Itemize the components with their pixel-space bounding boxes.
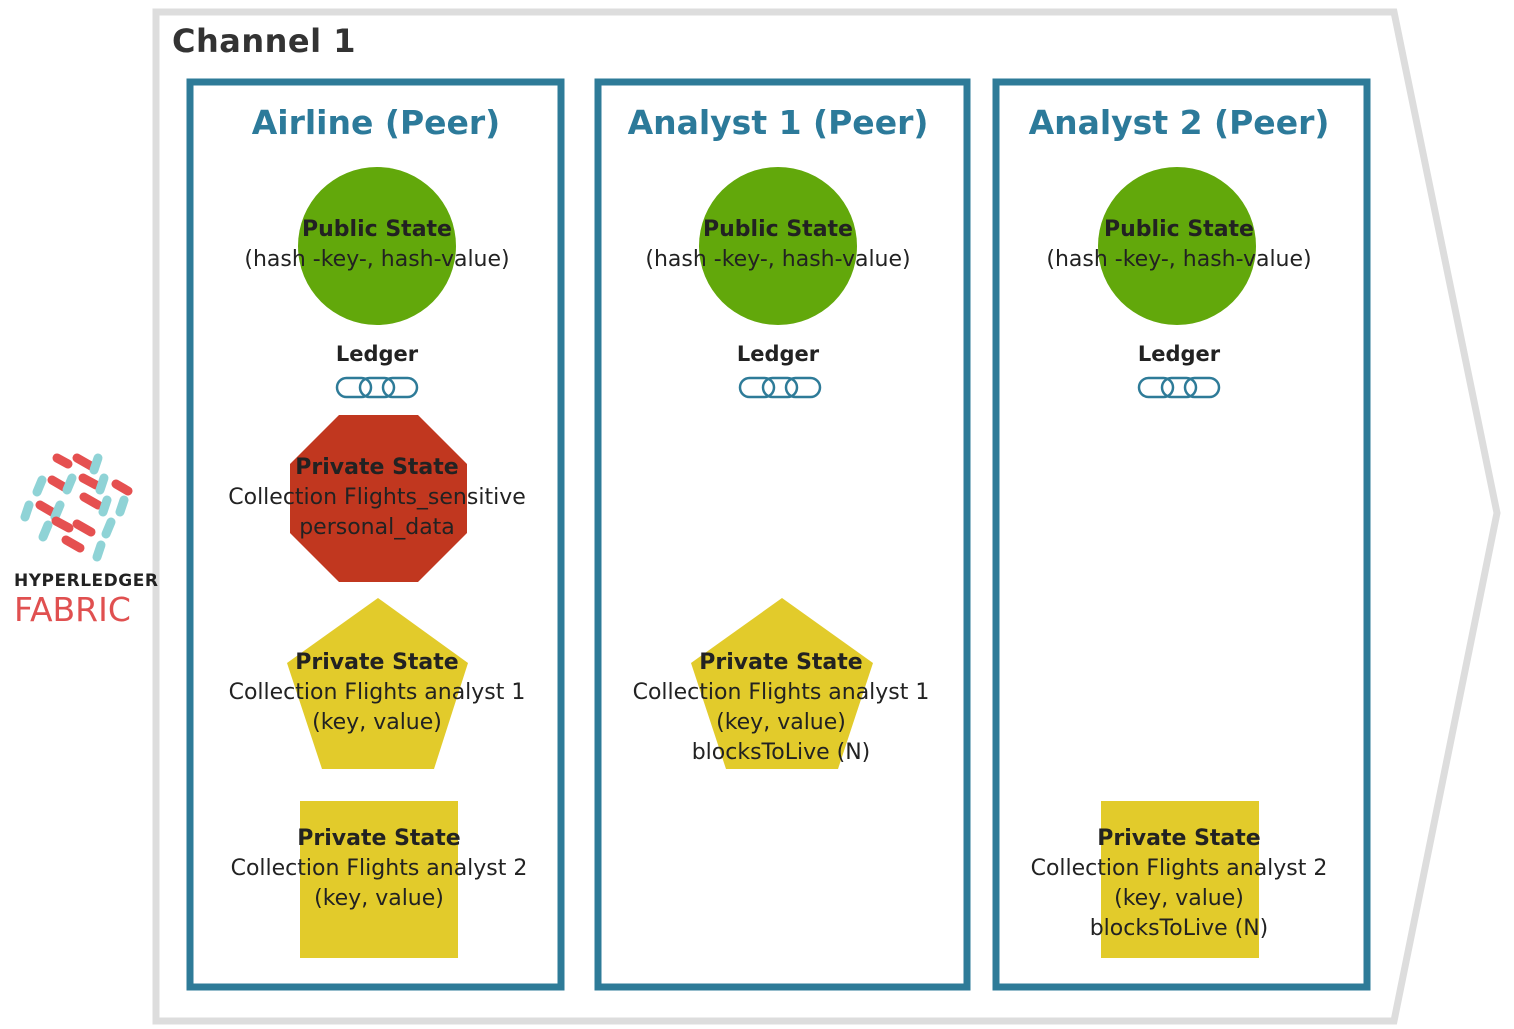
peer-box-airline: [186, 78, 565, 991]
peer-box-analyst-1: [594, 78, 971, 991]
private-state-octagon-airline: [290, 415, 467, 582]
public-state-title: Public State: [1104, 217, 1254, 242]
private-state-line2: (key, value): [716, 710, 846, 735]
private-state-line1: Collection Flights analyst 1: [228, 680, 526, 705]
private-state-title: Private State: [1097, 826, 1261, 851]
public-state-title: Public State: [302, 217, 452, 242]
public-state-label-analyst-2: Public State (hash -key-, hash-value): [979, 215, 1379, 275]
ledger-label-analyst-2: Ledger: [1137, 342, 1221, 366]
private-state-line2: personal_data: [299, 515, 455, 540]
private-sensitive-label-airline: Private State Collection Flights_sensiti…: [177, 453, 577, 543]
private-state-line1: Collection Flights analyst 1: [632, 680, 930, 705]
public-state-text: (hash -key-, hash-value): [645, 247, 911, 272]
public-state-circle-airline: [298, 167, 456, 325]
private-state-title: Private State: [295, 650, 459, 675]
private-state-line1: Collection Flights_sensitive: [228, 485, 526, 510]
peer-title-analyst-2: Analyst 2 (Peer): [1028, 103, 1330, 142]
private-state-line2: (key, value): [1114, 886, 1244, 911]
public-state-label-airline: Public State (hash -key-, hash-value): [177, 215, 577, 275]
public-state-text: (hash -key-, hash-value): [244, 247, 510, 272]
hyperledger-logo-icon: [20, 453, 133, 562]
private-a2-label-airline: Private State Collection Flights analyst…: [179, 824, 579, 914]
public-state-text: (hash -key-, hash-value): [1046, 247, 1312, 272]
private-state-pentagon-analyst-1: [691, 598, 873, 769]
channel-title: Channel 1: [172, 22, 356, 60]
private-state-square-airline: [300, 801, 458, 958]
public-state-title: Public State: [703, 217, 853, 242]
peer-box-analyst-2: [992, 78, 1371, 991]
public-state-label-analyst-1: Public State (hash -key-, hash-value): [578, 215, 978, 275]
private-a1-label-analyst-1: Private State Collection Flights analyst…: [581, 648, 981, 768]
logo-text-hyperledger: HYPERLEDGER: [14, 571, 159, 591]
peer-title-analyst-1: Analyst 1 (Peer): [627, 103, 929, 142]
private-state-line2: (key, value): [312, 710, 442, 735]
private-a1-label-airline: Private State Collection Flights analyst…: [177, 648, 577, 738]
chain-icon-airline: [335, 376, 419, 399]
private-state-pentagon-airline: [287, 598, 468, 769]
private-state-title: Private State: [295, 455, 459, 480]
ledger-label-analyst-1: Ledger: [736, 342, 820, 366]
private-state-line1: Collection Flights analyst 2: [230, 856, 528, 881]
private-state-square-analyst-2: [1101, 801, 1259, 958]
peer-title-airline: Airline (Peer): [251, 103, 501, 142]
logo-text-fabric: FABRIC: [14, 590, 131, 629]
chain-icon-analyst-2: [1137, 376, 1221, 399]
public-state-circle-analyst-1: [699, 167, 857, 325]
private-state-title: Private State: [699, 650, 863, 675]
private-state-line3: blocksToLive (N): [1089, 916, 1269, 941]
chain-icon-analyst-1: [738, 376, 822, 399]
private-a2-label-analyst-2: Private State Collection Flights analyst…: [979, 824, 1379, 944]
public-state-circle-analyst-2: [1098, 167, 1256, 325]
private-state-line1: Collection Flights analyst 2: [1030, 856, 1328, 881]
private-state-title: Private State: [297, 826, 461, 851]
private-state-line3: blocksToLive (N): [691, 740, 871, 765]
private-state-line2: (key, value): [314, 886, 444, 911]
ledger-label-airline: Ledger: [335, 342, 419, 366]
